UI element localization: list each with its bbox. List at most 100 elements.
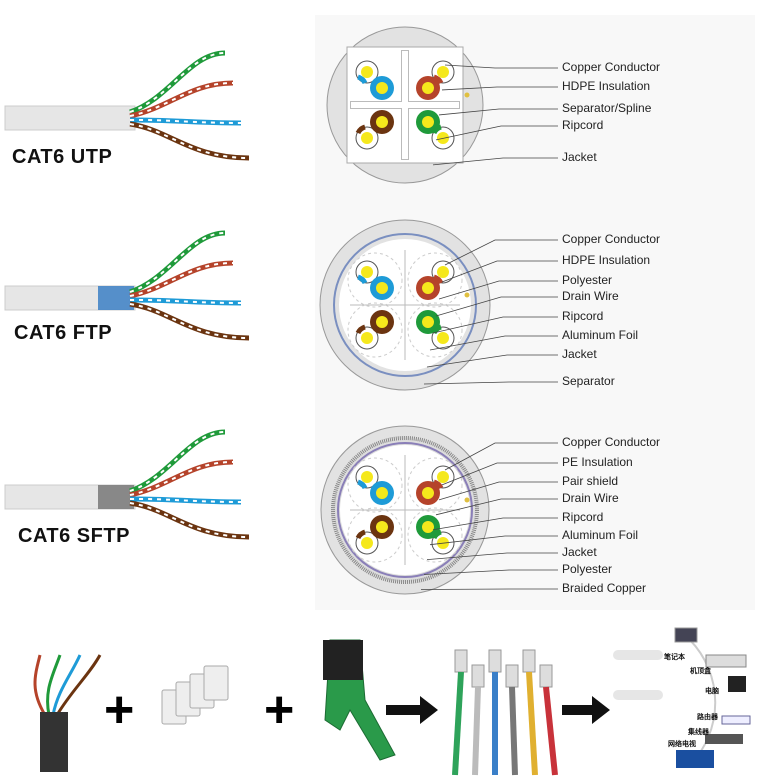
hub-icon [705,734,743,744]
label-ripcord: Ripcord [562,118,604,132]
copper-conductor [437,266,449,278]
twisted-pair-stripe [129,82,234,117]
label-drain-wire: Drain Wire [562,289,619,303]
leader-line [441,260,558,283]
device-label-router: 路由器 [697,714,718,721]
patch-cord [472,686,481,776]
patch-cord [452,671,464,776]
device-label-computer: 电脑 [705,688,719,695]
leader-line [441,462,558,486]
copper-conductor [422,316,434,328]
ethernet-cable [613,690,663,700]
ripcord [464,292,470,298]
twisted-pair-wire [129,80,234,119]
twisted-pair-wire [129,429,226,494]
twisted-pair-wire [129,459,234,498]
copper-conductor [437,471,449,483]
pair-shield [407,302,463,358]
device-label-laptop: 笔记本 [664,654,685,661]
leader-line [429,535,558,546]
leader-line [435,125,558,141]
label-copper-conductor: Copper Conductor [562,232,661,246]
label-copper-conductor: Copper Conductor [562,60,661,74]
computer-icon [728,676,746,692]
stripe-mark [355,324,366,335]
twisted-pair-stripe [129,52,226,113]
leader-line [444,442,558,471]
network-tv-icon [676,750,714,768]
stripe-mark [355,124,366,135]
leader-line [432,517,558,531]
copper-conductor [437,332,449,344]
twisted-pair-stripe [129,497,242,503]
cable-shield [98,485,134,509]
patch-cord-plug [454,649,468,673]
leader-line [441,86,558,91]
label-polyester: Polyester [562,562,613,576]
stripe-mark [357,74,368,85]
leader-line [429,335,558,351]
twisted-pair-stripe [129,303,250,339]
ripcord [464,92,470,98]
copper-conductor [422,487,434,499]
label-hdpe-insulation: HDPE Insulation [562,253,651,267]
copper-conductor [361,471,373,483]
cat6-ftp-label: CAT6 FTP [14,322,113,344]
copper-conductor [376,116,388,128]
pair-shield [407,457,463,513]
patch-cord [526,671,538,776]
stripe-mark [357,479,368,490]
plus-sign: + [104,681,135,739]
copper-conductor [361,66,373,78]
device-label-network-tv: 网络电视 [668,741,696,748]
twisted-pair-stripe [129,431,226,492]
cable-wire [33,654,47,716]
copper-conductor [376,521,388,533]
cable-wire [55,654,102,716]
set-top-box-icon [705,654,747,668]
leader-line [435,296,558,317]
label-aluminum-foil: Aluminum Foil [562,328,639,342]
copper-conductor [361,537,373,549]
ripcord [464,497,470,503]
cat6-sftp-label: CAT6 SFTP [18,525,130,547]
copper-conductor [376,487,388,499]
aluminum-foil-ring [333,233,477,377]
patch-cord-plug [522,649,536,673]
laptop-icon [674,627,698,643]
twisted-pair-stripe [129,502,250,538]
copper-conductor [422,521,434,533]
copper-conductor [422,282,434,294]
twisted-pair-wire [129,50,226,115]
copper-conductor [422,116,434,128]
copper-conductor [361,332,373,344]
leader-line [423,569,558,575]
twisted-pair-stripe [129,298,242,304]
label-braided-copper: Braided Copper [562,581,647,595]
rj45-connector [203,665,229,701]
label-drain-wire: Drain Wire [562,491,619,505]
leader-line [444,239,558,266]
stripe-mark [433,479,444,490]
leader-line [426,552,558,560]
pair-shield [407,252,463,308]
pair-shield [407,507,463,563]
cable-wire [51,654,82,716]
cable-wire [46,654,62,716]
label-copper-conductor: Copper Conductor [562,435,661,449]
label-jacket: Jacket [562,347,597,361]
copper-conductor [422,82,434,94]
label-ripcord: Ripcord [562,309,604,323]
label-separator: Separator [562,374,615,388]
router-icon [721,715,751,725]
twisted-pair-stripe [129,123,250,159]
cat6-utp-label: CAT6 UTP [12,146,113,168]
label-ripcord: Ripcord [562,510,604,524]
pair-shield [347,507,403,563]
polyester-ring [337,442,473,578]
label-aluminum-foil: Aluminum Foil [562,528,639,542]
twisted-pair-stripe [129,118,242,124]
label-polyester: Polyester [562,273,613,287]
label-separator-spline: Separator/Spline [562,101,652,115]
